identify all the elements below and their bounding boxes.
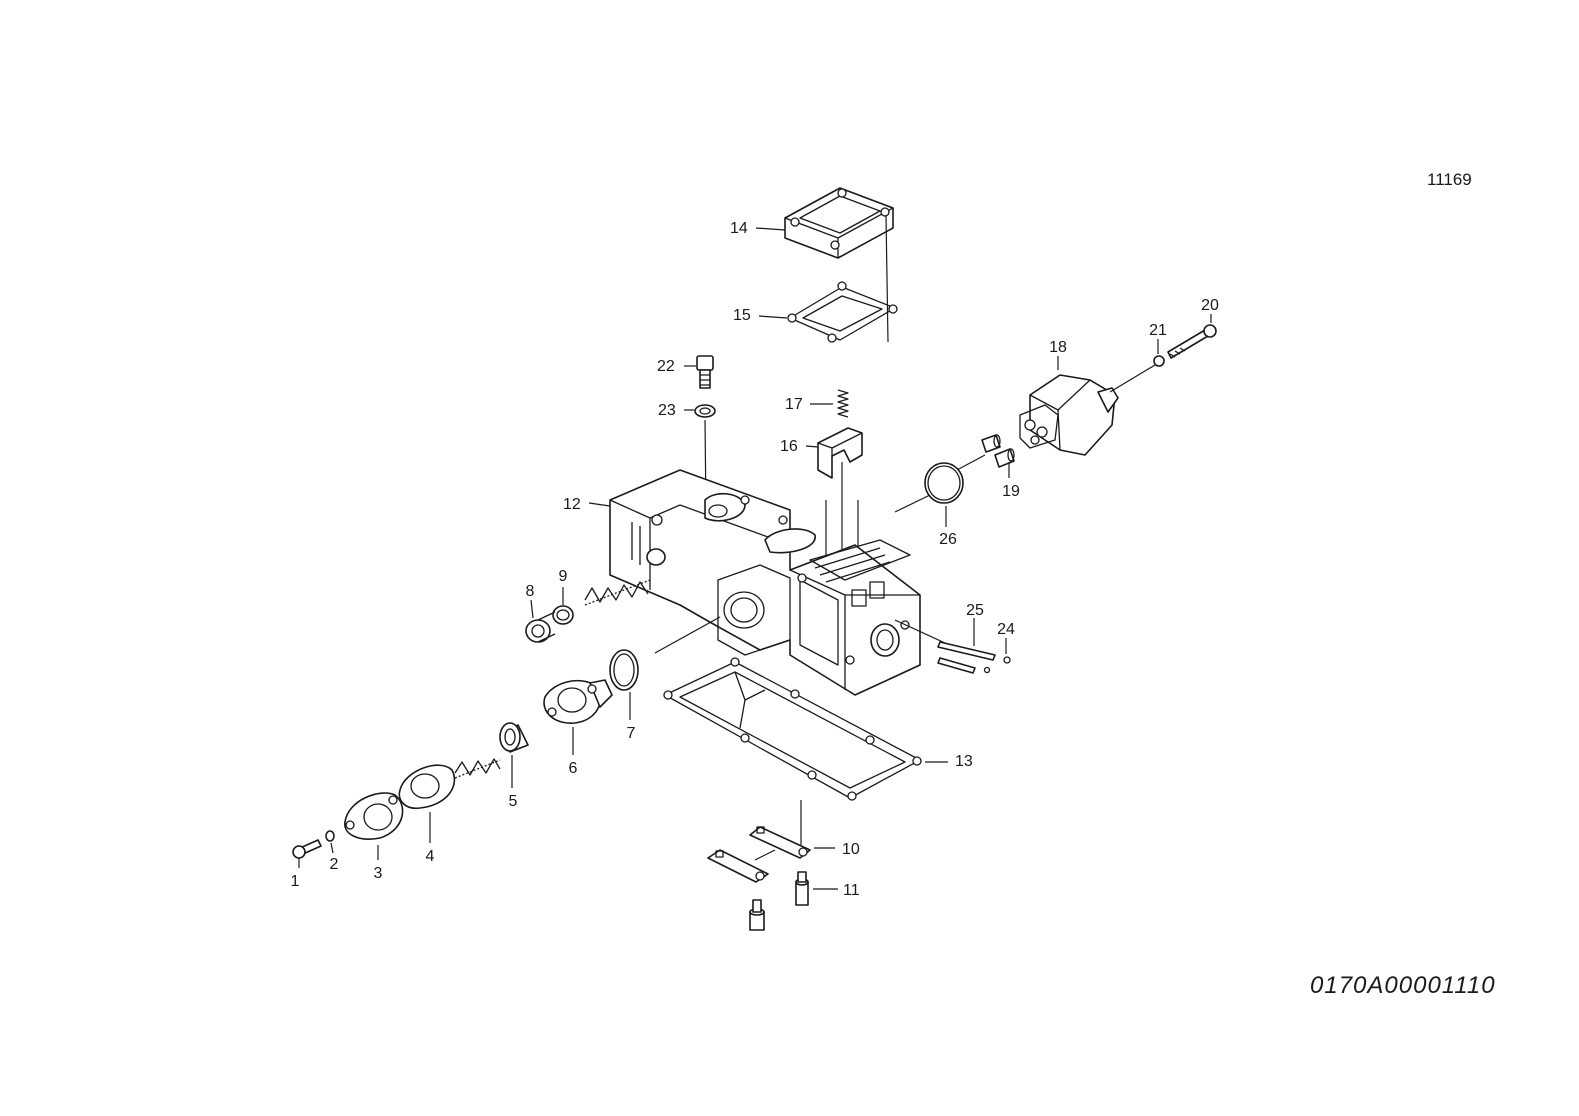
drawing-number: 11169 (1427, 170, 1472, 189)
callout-10: 10 (842, 841, 860, 858)
part-end-cover (344, 792, 404, 840)
part-flange-housing (543, 679, 613, 724)
callout-26: 26 (939, 531, 957, 548)
callout-13: 13 (955, 753, 973, 770)
part-cover-plate (784, 187, 894, 259)
callout-1: 1 (291, 873, 300, 890)
callout-23: 23 (658, 402, 676, 419)
part-plug-washer (694, 404, 716, 418)
part-valve-piston (499, 722, 529, 753)
part-housing-gasket (663, 657, 922, 801)
callout-3: 3 (374, 865, 383, 882)
part-lock-plates (707, 826, 811, 883)
part-flange-gasket (398, 764, 456, 810)
callout-15: 15 (733, 307, 751, 324)
part-pins (937, 641, 1011, 674)
callout-21: 21 (1149, 322, 1167, 339)
callout-leaders (298, 227, 1212, 890)
callout-19: 19 (1002, 483, 1020, 500)
callout-7: 7 (627, 725, 636, 742)
part-small-washer (325, 830, 335, 842)
callout-16: 16 (780, 438, 798, 455)
part-long-bolt (1167, 324, 1217, 359)
part-breather-plug (696, 355, 714, 389)
part-spring-lower (454, 758, 501, 779)
part-valve-housing (609, 469, 921, 696)
callout-14: 14 (730, 220, 748, 237)
callout-9: 9 (559, 568, 568, 585)
part-plug-left (525, 611, 556, 643)
part-oring-26 (924, 462, 964, 504)
part-detent-bracket (817, 427, 863, 479)
part-solenoid-valve (1019, 374, 1119, 456)
callout-8: 8 (526, 583, 535, 600)
callout-6: 6 (569, 760, 578, 777)
part-small-screw (292, 839, 322, 859)
callout-24: 24 (997, 621, 1015, 638)
part-bolt-washer (1153, 355, 1165, 367)
part-spring-left (584, 579, 651, 606)
part-cover-gasket (787, 281, 898, 343)
part-studs (749, 871, 809, 931)
callout-20: 20 (1201, 297, 1219, 314)
part-detent-spring (837, 389, 849, 418)
part-oring-left (552, 605, 574, 625)
callout-25: 25 (966, 602, 984, 619)
callout-5: 5 (509, 793, 518, 810)
callout-12: 12 (563, 496, 581, 513)
callout-18: 18 (1049, 339, 1067, 356)
part-oring-7 (609, 649, 639, 691)
callout-numbers: 1 2 3 4 5 6 7 8 9 10 11 12 13 14 15 16 1… (291, 220, 1219, 899)
callout-17: 17 (785, 396, 803, 413)
callout-2: 2 (330, 856, 339, 873)
document-code: 0170A00001110 (1310, 972, 1496, 999)
callout-22: 22 (657, 358, 675, 375)
callout-11: 11 (843, 882, 860, 899)
callout-4: 4 (426, 848, 435, 865)
